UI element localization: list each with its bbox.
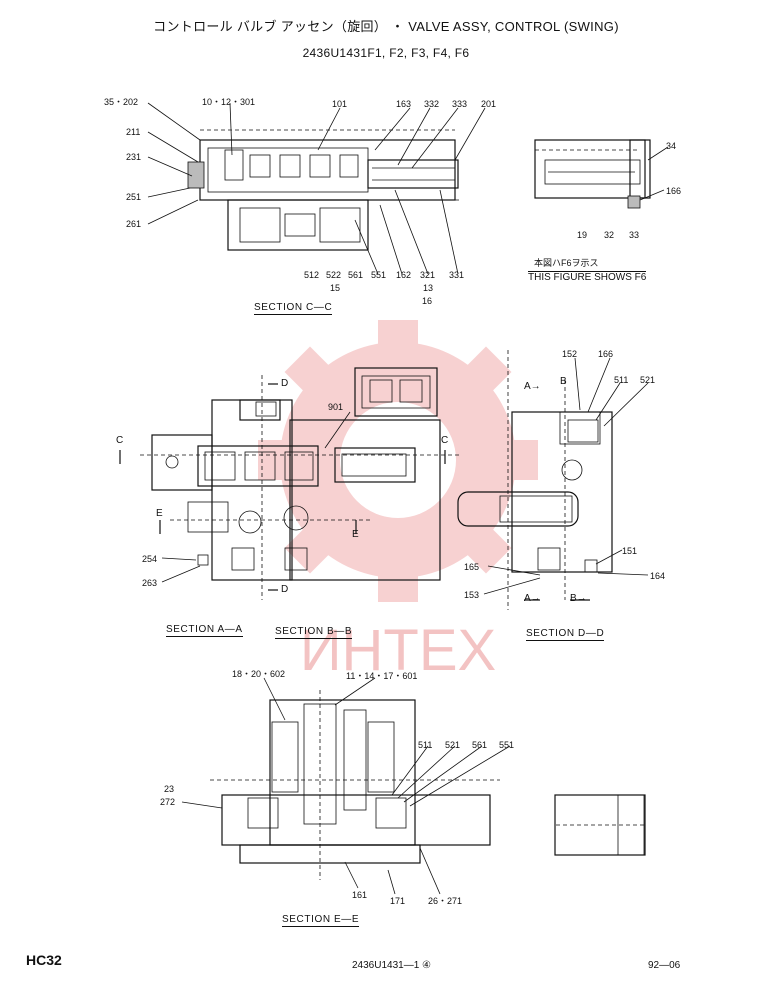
- callout: 10・12・301: [202, 97, 256, 107]
- callout: 164: [650, 571, 666, 581]
- callout: 23: [164, 784, 175, 794]
- callout: 201: [481, 99, 497, 109]
- callout: 26・271: [428, 896, 463, 906]
- leader-lines: [147, 102, 669, 895]
- callout: 161: [352, 890, 368, 900]
- section-cc-drawing: [187, 129, 460, 251]
- section-ab-drawing: [140, 367, 460, 600]
- section-dd-label: SECTION D—D: [526, 628, 605, 641]
- section-bb-label: SECTION B—B: [275, 626, 353, 639]
- f6-note-english: THIS FIGURE SHOWS F6: [528, 271, 647, 283]
- f6-note-japanese: 本図ハF6ヲ示ス: [534, 258, 599, 268]
- callout: 33: [629, 230, 640, 240]
- callout: 13: [423, 283, 434, 293]
- marker-e-right: E: [352, 529, 359, 540]
- callout: 331: [449, 270, 465, 280]
- marker-c-right: C: [441, 435, 449, 446]
- marker-b-top: B: [560, 376, 567, 387]
- callout: 32: [604, 230, 615, 240]
- callout: 551: [499, 740, 515, 750]
- section-cc-label: SECTION C—C: [254, 302, 333, 315]
- callout: 165: [464, 562, 480, 572]
- callout: 522: [326, 270, 342, 280]
- callout: 152: [562, 349, 578, 359]
- model-code: HC32: [26, 952, 62, 968]
- callout: 511: [418, 740, 433, 750]
- callout: 321: [420, 270, 436, 280]
- callout: 162: [396, 270, 412, 280]
- marker-d-top: D: [281, 378, 289, 389]
- callout: 272: [160, 797, 176, 807]
- section-aa-label: SECTION A—A: [166, 624, 243, 637]
- callout: 211: [126, 127, 141, 137]
- callout: 261: [126, 219, 142, 229]
- callout: 171: [390, 896, 406, 906]
- callout: 521: [445, 740, 461, 750]
- section-ee-drawing: [210, 690, 646, 880]
- callout: 251: [126, 192, 142, 202]
- callout: 166: [666, 186, 682, 196]
- callout: 19: [577, 230, 588, 240]
- callout: 151: [622, 546, 638, 556]
- callout: 18・20・602: [232, 669, 286, 679]
- section-arrows: [119, 383, 590, 601]
- marker-a-bottom: A→: [524, 593, 541, 604]
- callout: 511: [614, 375, 629, 385]
- callout: 15: [330, 283, 341, 293]
- callout: 551: [371, 270, 387, 280]
- drawing-title: コントロール バルブ アッセン（旋回） ・ VALVE ASSY, CONTRO…: [153, 19, 619, 34]
- f6-view-drawing: [534, 139, 651, 209]
- callout: 512: [304, 270, 320, 280]
- marker-b-bottom: B→: [570, 593, 587, 604]
- callout: 521: [640, 375, 656, 385]
- callout: 35・202: [104, 97, 139, 107]
- marker-d-bottom: D: [281, 584, 289, 595]
- callout: 153: [464, 590, 480, 600]
- callout: 166: [598, 349, 614, 359]
- callout: 901: [328, 402, 344, 412]
- marker-a-top: A→: [524, 381, 541, 392]
- callout: 231: [126, 152, 142, 162]
- marker-e-left: E: [156, 508, 163, 519]
- callout: 34: [666, 141, 677, 151]
- callout: 561: [472, 740, 488, 750]
- callout: 333: [452, 99, 468, 109]
- watermark-text: ИНТЕХ: [300, 618, 496, 683]
- callout: 561: [348, 270, 364, 280]
- callout: 163: [396, 99, 412, 109]
- page-date: 92—06: [648, 960, 681, 971]
- callout: 332: [424, 99, 440, 109]
- section-dd-drawing: [457, 350, 613, 610]
- callout: 16: [422, 296, 433, 306]
- callout: 254: [142, 554, 158, 564]
- callout: 263: [142, 578, 158, 588]
- callout: 101: [332, 99, 348, 109]
- callout: 11・14・17・601: [346, 671, 418, 681]
- section-ee-label: SECTION E—E: [282, 914, 360, 927]
- marker-c-left: C: [116, 435, 124, 446]
- drawing-number: 2436U1431—1 ④: [352, 960, 432, 971]
- part-numbers: 2436U1431F1, F2, F3, F4, F6: [302, 46, 470, 60]
